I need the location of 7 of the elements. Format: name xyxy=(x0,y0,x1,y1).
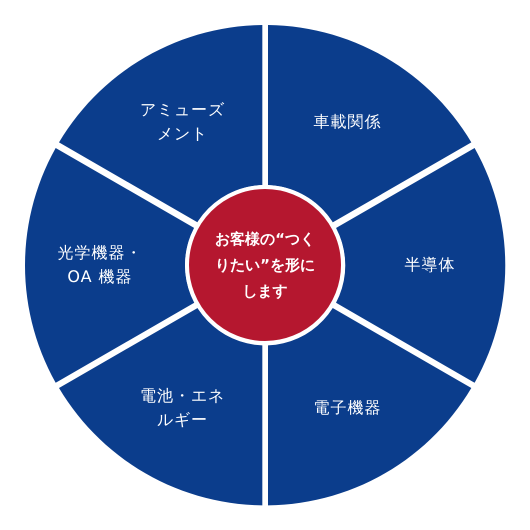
segment-label: アミューズメント xyxy=(138,99,226,146)
segment-label: 光学機器・OA 機器 xyxy=(56,242,144,288)
segment-label: 電子機器 xyxy=(312,396,382,419)
center-text: お客様の“つくりたい”を形にします xyxy=(214,229,316,302)
segment-label: 半導体 xyxy=(403,254,456,276)
segment-label: 車載関係 xyxy=(312,111,382,134)
segment-label: 電池・エネルギー xyxy=(138,384,226,431)
